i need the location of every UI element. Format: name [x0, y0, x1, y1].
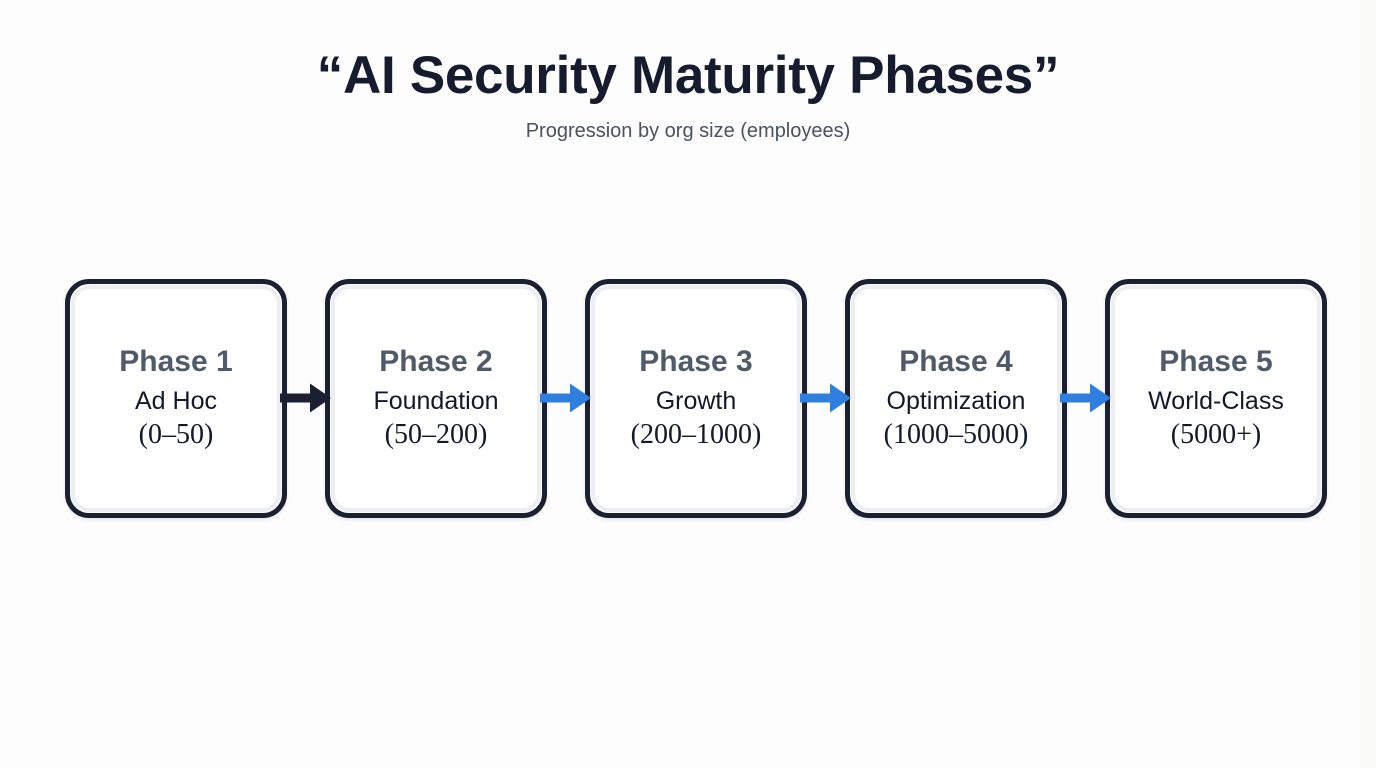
- phase-node-2-content: Phase 2 Foundation (50–200): [330, 345, 542, 452]
- canvas-right-edge: [1360, 0, 1376, 768]
- phase-flow: Phase 1 Ad Hoc (0–50) Phase 2 Foundation…: [65, 278, 1327, 518]
- phase-node-5[interactable]: Phase 5 World-Class (5000+): [1105, 278, 1327, 518]
- phase-node-2[interactable]: Phase 2 Foundation (50–200): [325, 278, 547, 518]
- arrow-right-icon-3: [800, 374, 851, 422]
- page-title: “AI Security Maturity Phases”: [316, 46, 1060, 105]
- phase-node-2-label: Phase 2: [379, 344, 493, 378]
- phase-node-5-label: Phase 5: [1159, 344, 1273, 378]
- arrow-right-icon-1: [280, 374, 331, 422]
- phase-node-1-range: (0–50): [138, 419, 214, 451]
- phase-node-5-range: (5000+): [1170, 419, 1262, 451]
- phase-node-1[interactable]: Phase 1 Ad Hoc (0–50): [65, 278, 287, 518]
- phase-node-3-range: (200–1000): [630, 419, 762, 451]
- phase-node-2-name: Foundation: [373, 386, 499, 415]
- arrow-right-icon-2: [540, 374, 591, 422]
- phase-node-1-content: Phase 1 Ad Hoc (0–50): [70, 345, 282, 452]
- header: “AI Security Maturity Phases” Progressio…: [0, 46, 1376, 143]
- phase-node-2-range: (50–200): [384, 419, 488, 451]
- page-subtitle: Progression by org size (employees): [525, 120, 851, 143]
- phase-node-4-name: Optimization: [886, 386, 1026, 415]
- phase-node-4-label: Phase 4: [899, 344, 1013, 378]
- phase-node-5-name: World-Class: [1148, 386, 1284, 415]
- arrow-right-icon-4: [1060, 374, 1111, 422]
- phase-node-1-label: Phase 1: [119, 344, 233, 378]
- phase-node-3-label: Phase 3: [639, 344, 753, 378]
- phase-node-4-range: (1000–5000): [883, 419, 1029, 451]
- phase-node-5-content: Phase 5 World-Class (5000+): [1110, 345, 1322, 452]
- phase-node-3[interactable]: Phase 3 Growth (200–1000): [585, 278, 807, 518]
- phase-node-4[interactable]: Phase 4 Optimization (1000–5000): [845, 278, 1067, 518]
- phase-node-4-content: Phase 4 Optimization (1000–5000): [850, 345, 1062, 452]
- phase-node-3-name: Growth: [655, 386, 737, 415]
- phase-node-3-content: Phase 3 Growth (200–1000): [590, 345, 802, 452]
- phase-node-1-name: Ad Hoc: [135, 386, 217, 415]
